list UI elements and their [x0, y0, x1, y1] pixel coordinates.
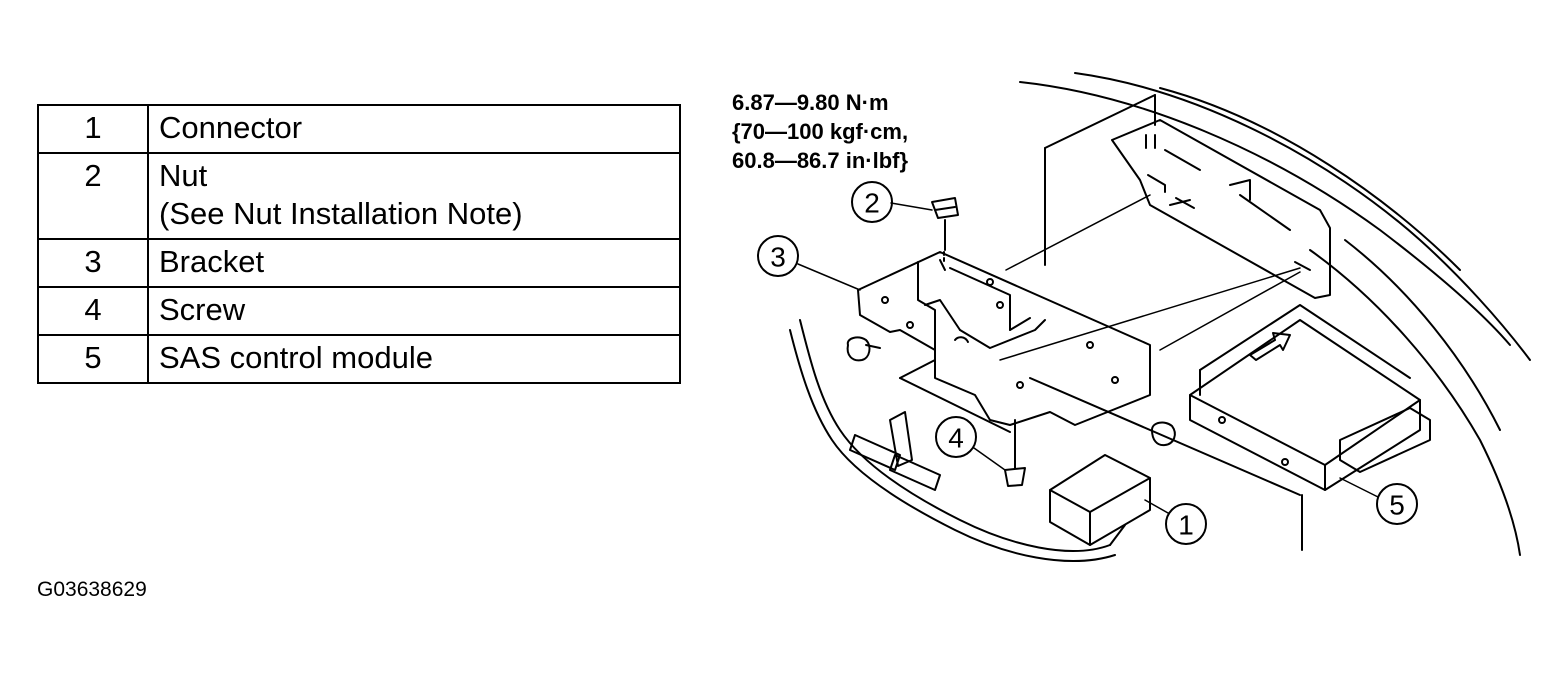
callout-label: 1 [1178, 510, 1194, 541]
legend-line: Nut [159, 158, 208, 193]
callout-label: 3 [770, 242, 786, 273]
stud-guide-lines [999, 194, 1301, 361]
figure-id: G03638629 [37, 578, 147, 601]
callout-2: 2 [851, 181, 893, 223]
legend-number: 5 [37, 334, 149, 384]
torque-line-1: 6.87—9.80 N·m [732, 90, 889, 115]
legend-line: Screw [159, 292, 246, 327]
torque-specification: 6.87—9.80 N·m {70—100 kgf·cm, 60.8—86.7 … [732, 88, 908, 175]
callout-1: 1 [1165, 503, 1207, 545]
legend-line: Connector [159, 110, 303, 145]
callout-label: 2 [864, 188, 880, 219]
torque-line-3: 60.8—86.7 in·lbf} [732, 148, 909, 173]
parts-legend-table: 1 Connector 2 Nut(See Nut Installation N… [37, 104, 681, 384]
torque-line-2: {70—100 kgf·cm, [732, 119, 909, 144]
legend-description: SAS control module [147, 334, 681, 384]
floor-outline [899, 359, 1301, 496]
legend-line: SAS control module [159, 340, 433, 375]
legend-number: 3 [37, 238, 149, 288]
legend-row: 3 Bracket [37, 238, 681, 288]
legend-row: 2 Nut(See Nut Installation Note) [37, 152, 681, 240]
legend-line: Bracket [159, 244, 265, 279]
callout-5: 5 [1376, 483, 1418, 525]
callout-3: 3 [757, 235, 799, 277]
legend-number: 4 [37, 286, 149, 336]
connector-drawing [1049, 454, 1151, 546]
legend-number: 2 [37, 152, 149, 240]
legend-number: 1 [37, 104, 149, 154]
legend-description: Nut(See Nut Installation Note) [147, 152, 681, 240]
screw-drawing [1004, 419, 1026, 487]
legend-row: 5 SAS control module [37, 334, 681, 384]
callout-label: 4 [948, 423, 964, 454]
callout-label: 5 [1389, 490, 1405, 521]
legend-description: Screw [147, 286, 681, 336]
grommet-drawing [846, 336, 1176, 447]
callout-4: 4 [935, 416, 977, 458]
legend-row: 1 Connector [37, 104, 681, 154]
bracket-drawing [857, 251, 1151, 426]
nut-drawing [931, 197, 959, 263]
legend-description: Connector [147, 104, 681, 154]
control-module-drawing [1189, 304, 1431, 491]
dashboard-outline [1019, 72, 1531, 556]
legend-description: Bracket [147, 238, 681, 288]
legend-row: 4 Screw [37, 286, 681, 336]
callout-leaders [797, 202, 1379, 514]
legend-line: (See Nut Installation Note) [159, 196, 523, 231]
wiring-harness [789, 319, 1126, 562]
mounting-plate [1111, 119, 1331, 299]
